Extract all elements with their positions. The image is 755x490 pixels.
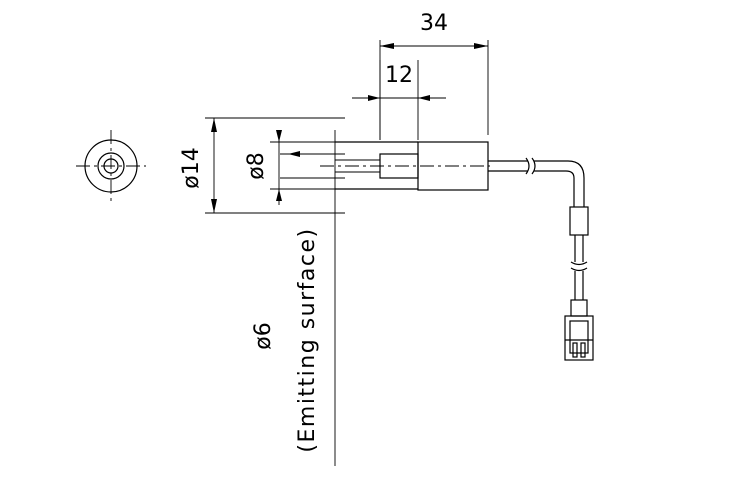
end-view <box>76 130 146 202</box>
diameter-14-label: ø14 <box>179 147 204 188</box>
length-12-label: 12 <box>385 63 413 88</box>
diameter-8-label: ø8 <box>244 152 269 179</box>
side-view-body <box>320 141 490 191</box>
length-12-dimension: 12 <box>352 60 446 140</box>
cable-assembly <box>488 157 589 300</box>
emitting-surface-label: (Emitting surface) <box>295 227 320 452</box>
length-34-dimension: 34 <box>379 11 489 140</box>
length-34-label: 34 <box>420 11 448 36</box>
emitting-surface-callout: ø6 (Emitting surface) <box>251 130 345 466</box>
diameter-8-dimension: ø8 <box>244 130 345 205</box>
diameter-14-dimension: ø14 <box>179 117 345 214</box>
connector <box>564 299 594 361</box>
diameter-6-label: ø6 <box>251 322 276 349</box>
